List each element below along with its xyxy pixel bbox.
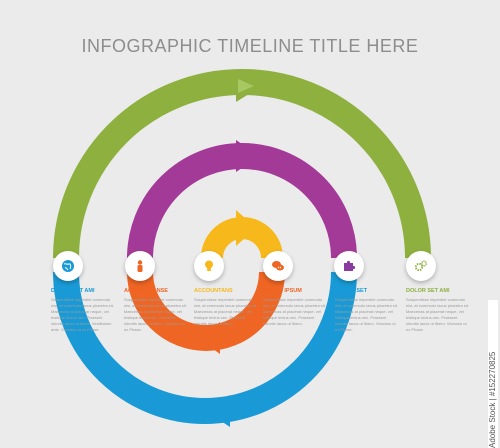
step-description-2: Suspendisse imperdiet commodo nisi, at c… — [124, 297, 187, 332]
gears-icon — [414, 259, 428, 273]
magenta-arc — [127, 143, 357, 259]
globe-icon — [61, 259, 75, 273]
step-node-3 — [194, 251, 224, 281]
step-label-5: DOLOR SET — [335, 288, 368, 294]
step-label-6: DOLOR SET AMI — [406, 288, 450, 294]
step-node-1 — [53, 251, 83, 281]
step-description-3: Suspendisse imperdiet commodo nisi, at c… — [194, 297, 257, 326]
person-icon — [133, 259, 147, 273]
yellow-arrowhead — [236, 210, 256, 246]
page-title: INFOGRAPHIC TIMELINE TITLE HERE — [81, 36, 419, 56]
chat-bubbles-icon — [271, 259, 285, 273]
orange-arrowhead — [198, 322, 220, 354]
step-label-4: LOREM IPSUM — [263, 288, 302, 294]
step-node-4 — [263, 251, 293, 281]
step-node-5 — [334, 251, 364, 281]
lightbulb-icon — [202, 259, 216, 273]
blue-arc — [53, 271, 357, 424]
step-label-3: ACCOUNTANS — [194, 288, 233, 294]
step-node-2 — [125, 251, 155, 281]
magenta-arrowhead — [236, 140, 260, 172]
step-description-5: Suspendisse imperdiet commodo nisi, at c… — [335, 297, 398, 332]
step-description-6: Suspendisse imperdiet commodo nisi, at c… — [406, 297, 469, 332]
blue-arrowhead — [206, 395, 230, 427]
step-label-2: ACCOU NTANSE — [124, 288, 168, 294]
puzzle-icon — [342, 259, 356, 273]
step-label-1: DOLOR SET AMI — [51, 288, 95, 294]
step-node-6 — [406, 251, 436, 281]
step-description-4: Suspendisse imperdiet commodo nisi, at c… — [263, 297, 326, 326]
stock-watermark: Adobe Stock | #152270825 — [488, 300, 498, 448]
step-description-1: Suspendisse imperdiet commodo nisi, at c… — [51, 297, 114, 332]
